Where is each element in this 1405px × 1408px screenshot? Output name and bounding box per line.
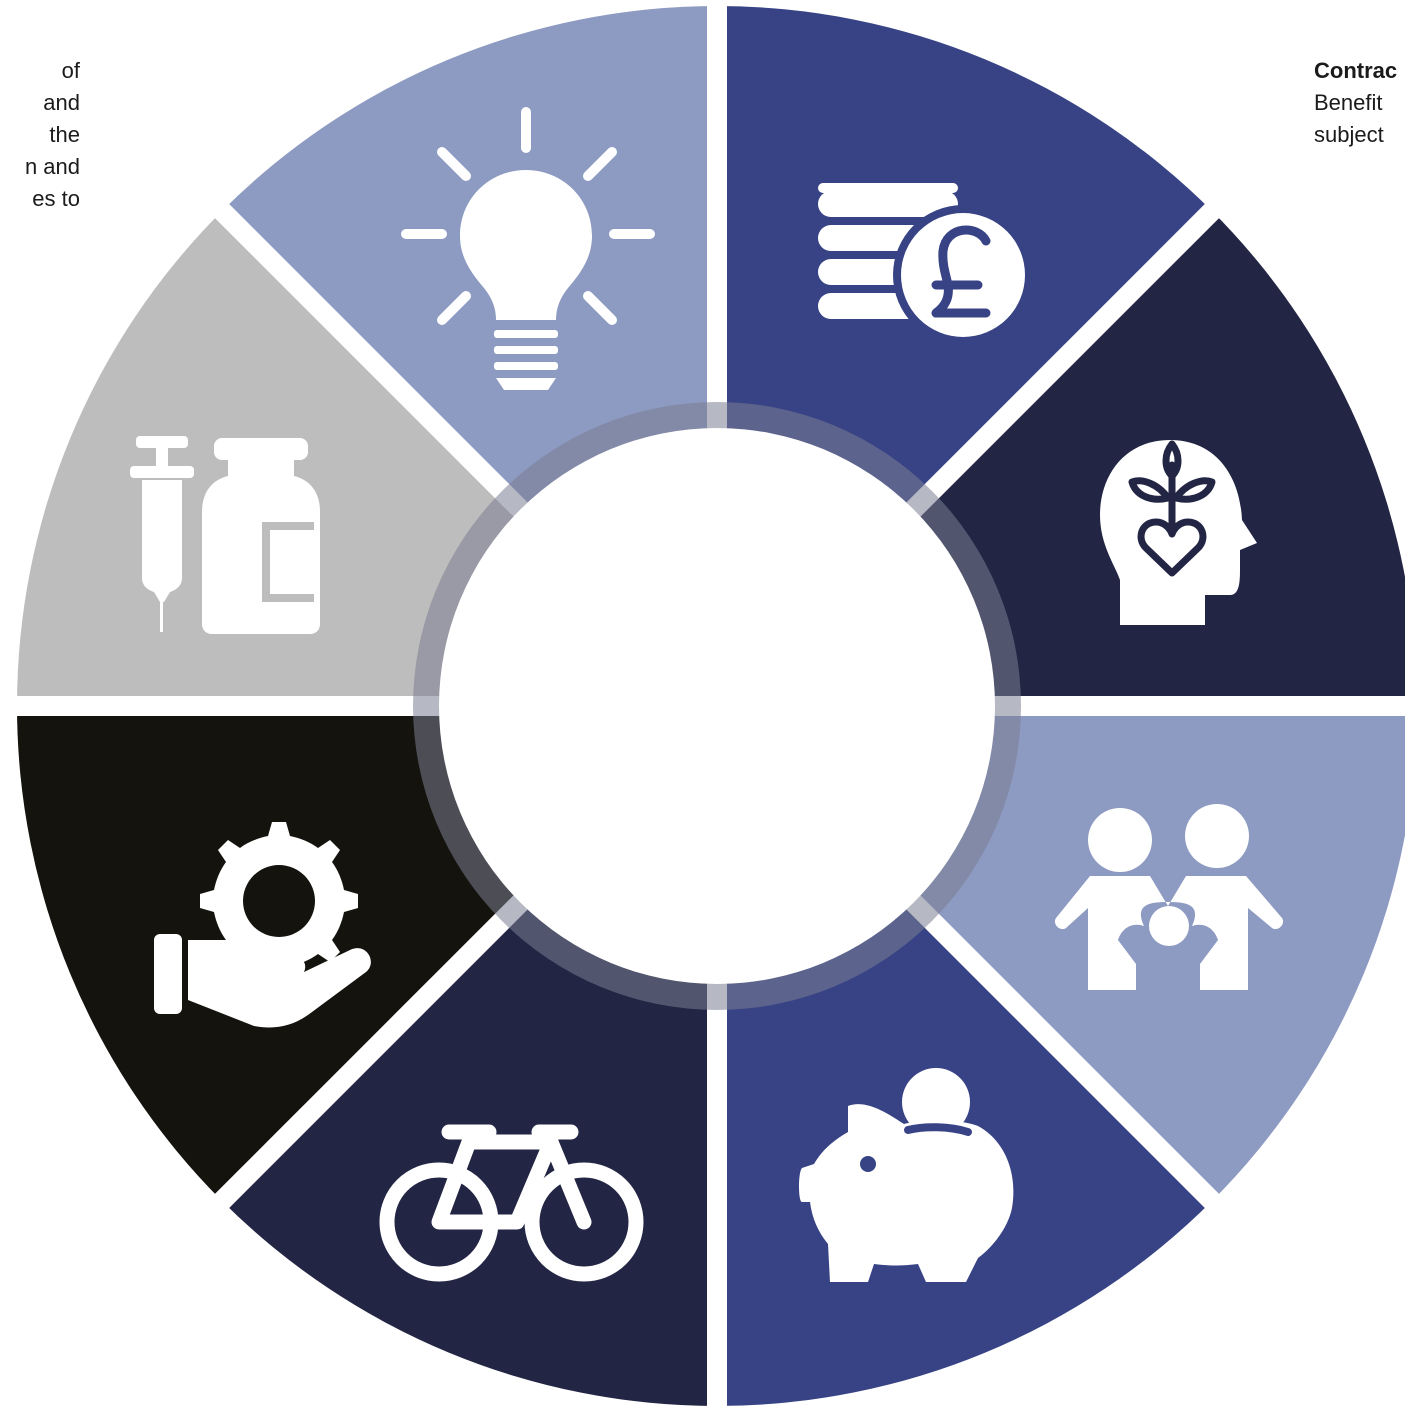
pound-coins-icon[interactable] xyxy=(818,183,1033,345)
hand-gear-icon[interactable] xyxy=(154,822,371,1028)
family-icon[interactable] xyxy=(1054,804,1284,990)
left-description: of and the n and es to xyxy=(0,55,80,215)
left-description-line: the xyxy=(49,122,80,147)
right-description-heading: Contrac xyxy=(1314,58,1398,83)
left-description-line: of xyxy=(61,58,80,83)
lightbulb-icon[interactable] xyxy=(401,107,655,390)
right-description-line: subject xyxy=(1314,122,1384,147)
right-description-line: Benefit xyxy=(1314,90,1383,115)
left-description-line: and xyxy=(43,90,80,115)
left-description-line: n and xyxy=(24,154,80,179)
piggy-bank-icon[interactable] xyxy=(799,1068,1014,1282)
center-disc xyxy=(439,428,995,984)
syringe-vial-icon[interactable] xyxy=(130,436,320,634)
bicycle-icon[interactable] xyxy=(379,1124,644,1282)
head-heart-plant-icon[interactable] xyxy=(1100,440,1257,625)
left-description-line: es to xyxy=(32,186,80,211)
right-description: Contrac Benefit subject xyxy=(1314,55,1397,151)
